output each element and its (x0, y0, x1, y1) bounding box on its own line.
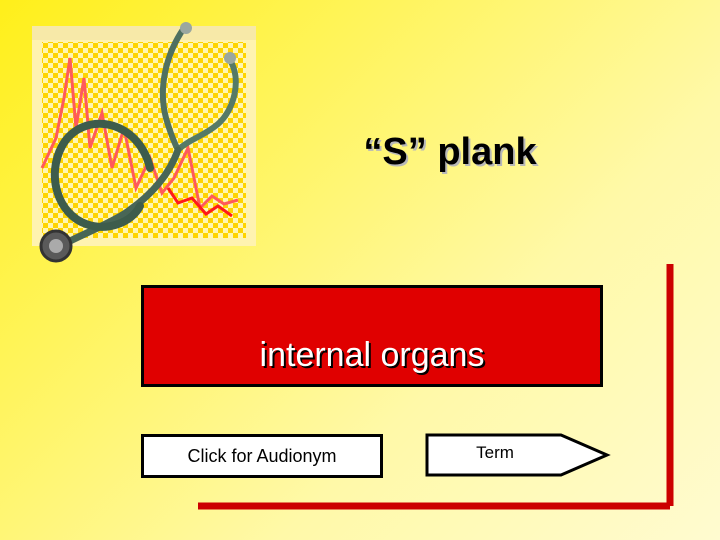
audionym-button[interactable]: Click for Audionym (141, 434, 383, 478)
stethoscope-chart-icon (32, 22, 256, 263)
term-button-label: Term (476, 443, 514, 462)
arrow-right-icon (425, 433, 611, 477)
term-box: internal organs (141, 285, 603, 387)
term-text: internal organs (259, 336, 485, 374)
slide-title: “S” plank (363, 131, 537, 173)
audionym-button-label: Click for Audionym (187, 445, 337, 466)
bracket-decoration (198, 264, 674, 510)
term-button[interactable]: Term (425, 433, 611, 477)
